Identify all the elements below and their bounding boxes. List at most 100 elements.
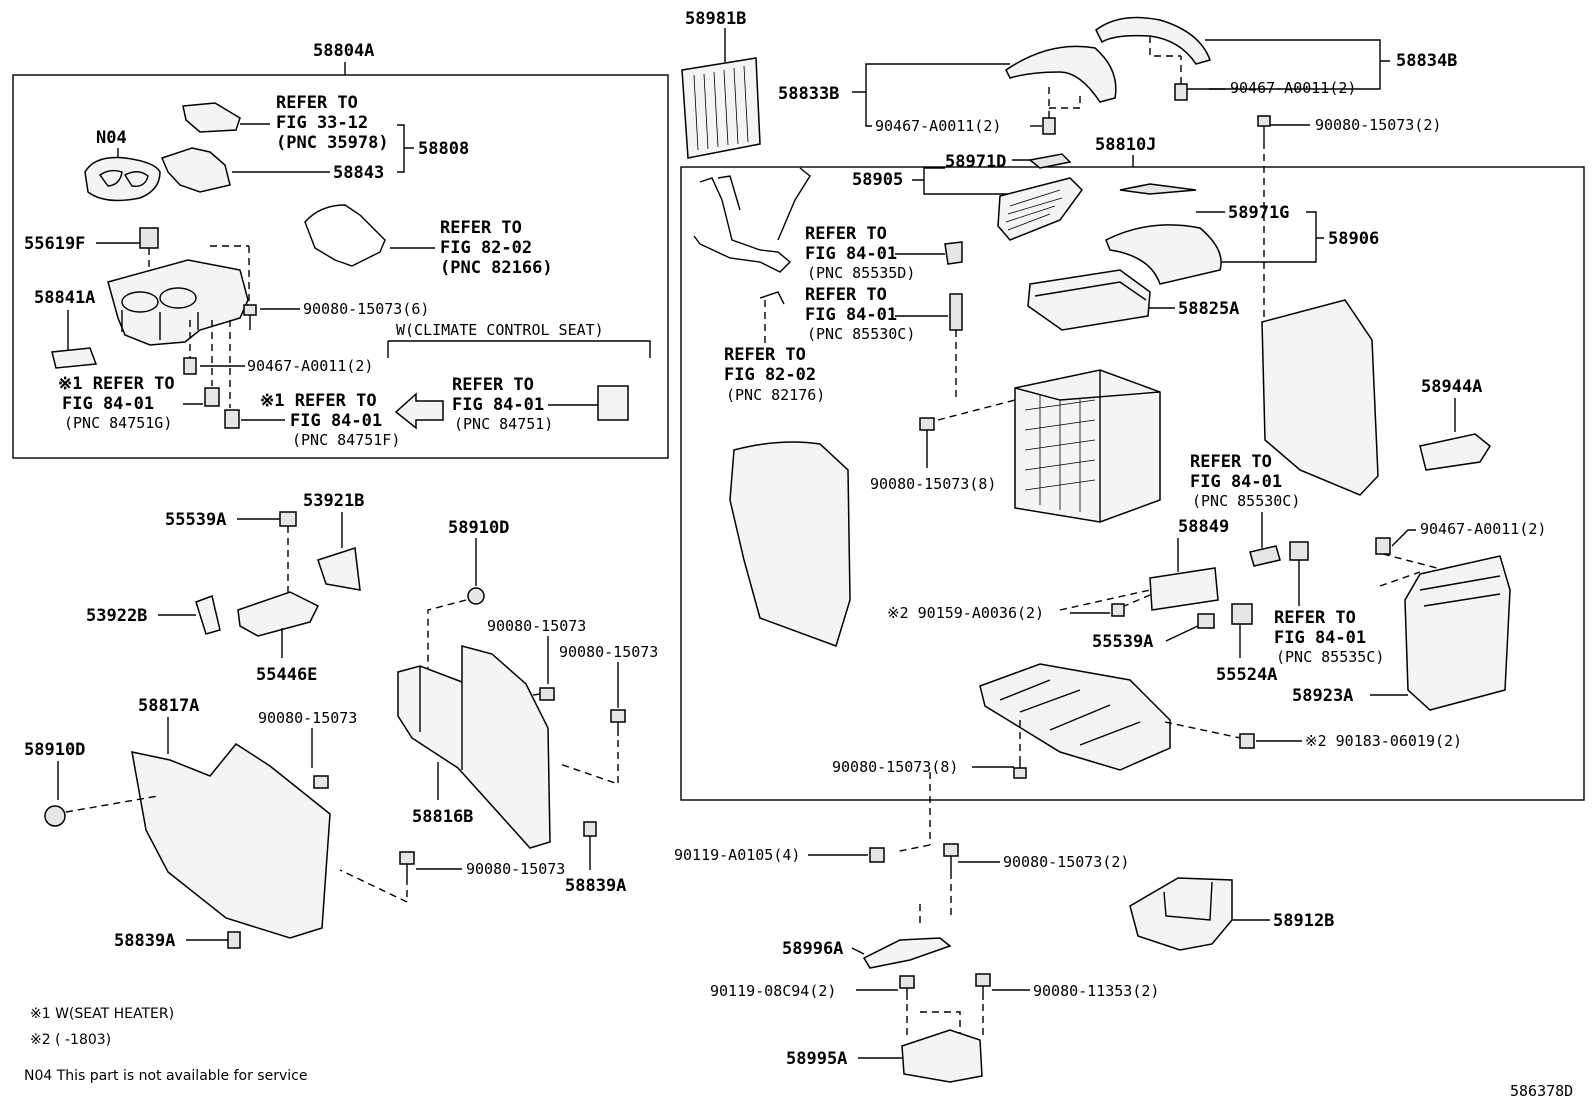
part-console-base: [979, 663, 1171, 771]
label-90080-15073-a: 90080-15073: [487, 617, 586, 635]
screw-icon: [399, 851, 415, 878]
ref-85530C2-line2: FIG 84-01: [1190, 472, 1282, 492]
ref-85530C2-line3: (PNC 85530C): [1192, 492, 1300, 510]
ref-82166-line3: (PNC 82166): [440, 258, 553, 278]
part-55446E-graphic: [237, 591, 320, 637]
group-box-58804A: [12, 74, 669, 459]
part-58906-graphic: [1105, 224, 1222, 285]
clip-icon: [1042, 117, 1056, 135]
part-82166-harness: [304, 204, 386, 267]
label-climate-control: W(CLIMATE CONTROL SEAT): [396, 321, 604, 339]
part-58817A-graphic: [131, 743, 331, 939]
fastener-58910D-icon: [467, 587, 485, 605]
label-58839A-right: 58839A: [565, 876, 626, 896]
label-90080-15073-top: 90080-15073(2): [1315, 116, 1441, 134]
part-53921B-graphic: [317, 547, 361, 591]
label-58906: 58906: [1328, 229, 1379, 249]
part-58816B-graphic: [397, 645, 551, 849]
ref-84751F-line1: ※1 REFER TO: [260, 391, 377, 411]
ref-85535D-line1: REFER TO: [805, 224, 887, 244]
clip-icon: [183, 357, 197, 375]
part-55524A-graphic: [1231, 603, 1253, 625]
label-90467-A0011-c: 90467-A0011(2): [1420, 520, 1546, 538]
ref-84751G-line1: ※1 REFER TO: [58, 374, 175, 394]
label-90183-06019: ※2 90183-06019(2): [1305, 732, 1462, 750]
ref-84751-line1: REFER TO: [452, 375, 534, 395]
label-58995A: 58995A: [786, 1049, 847, 1069]
ref-82166-line2: FIG 82-02: [440, 238, 532, 258]
ref-84751-line3: (PNC 84751): [454, 415, 553, 433]
screw-icon: [1111, 603, 1125, 617]
ref-85535C-line1: REFER TO: [1274, 608, 1356, 628]
outlet-85535C-icon: [1289, 541, 1309, 561]
ref-85535C-line2: FIG 84-01: [1274, 628, 1366, 648]
label-58910D-right: 58910D: [448, 518, 509, 538]
screw-icon: [869, 847, 885, 863]
part-58825A-graphic: [1027, 269, 1151, 331]
wire-harness-82176: [693, 167, 811, 305]
label-55539A-left: 55539A: [165, 510, 226, 530]
screw-icon: [1013, 756, 1027, 779]
label-N04: N04: [96, 128, 127, 148]
ref-84751G-line2: FIG 84-01: [62, 394, 154, 414]
clip-58839A-left-icon: [227, 931, 241, 949]
ref-84751-line2: FIG 84-01: [452, 395, 544, 415]
ref-82176-line3: (PNC 82176): [726, 386, 825, 404]
label-58944A: 58944A: [1421, 377, 1482, 397]
label-58971G: 58971G: [1228, 203, 1289, 223]
clip-58839A-right-icon: [583, 821, 597, 837]
label-58808: 58808: [418, 139, 469, 159]
group-label-58810J: 58810J: [1095, 135, 1156, 155]
ref-33-12-line1: REFER TO: [276, 93, 358, 113]
note-seat-heater: ※1 W(SEAT HEATER): [30, 1006, 174, 1022]
note-1803: ※2 ( -1803): [30, 1032, 111, 1048]
part-58923A-graphic: [1404, 555, 1511, 711]
heater-switch-g-icon: [204, 387, 220, 407]
part-58841A-mat: [51, 347, 98, 369]
ref-85535C-line3: (PNC 85535C): [1276, 648, 1384, 666]
label-58912B: 58912B: [1273, 911, 1334, 931]
ref-85530C-line3: (PNC 85530C): [807, 325, 915, 343]
label-90159-A0036: ※2 90159-A0036(2): [887, 604, 1044, 622]
socket-85530C-icon: [949, 293, 963, 331]
label-90119-A0105: 90119-A0105(4): [674, 846, 800, 864]
label-58905: 58905: [852, 170, 903, 190]
screw-icon: [610, 709, 626, 736]
label-90467-A0011-g1: 90467-A0011(2): [247, 357, 373, 375]
part-58971G-graphic: [1119, 183, 1197, 195]
part-N04-graphic: [84, 156, 161, 202]
label-58839A-left: 58839A: [114, 931, 175, 951]
label-58923A: 58923A: [1292, 686, 1353, 706]
diagram-id: 586378D: [1510, 1082, 1573, 1099]
part-35978-graphic: [182, 102, 241, 133]
ref-85530C2-line1: REFER TO: [1190, 452, 1272, 472]
label-58981B: 58981B: [685, 9, 746, 29]
part-58912B-graphic: [1129, 877, 1233, 951]
switch-55619F-icon: [139, 227, 159, 249]
label-90080-15073-b: 90080-15073: [559, 643, 658, 661]
arrow-left-icon: [394, 392, 444, 430]
label-90467-A0011-b: 90467-A0011(2): [1230, 79, 1356, 97]
part-side-panel-right: [1261, 299, 1379, 496]
ref-82176-line1: REFER TO: [724, 345, 806, 365]
label-58817A: 58817A: [138, 696, 199, 716]
ref-82176-line2: FIG 82-02: [724, 365, 816, 385]
label-90080-15073-6: 90080-15073(6): [303, 300, 429, 318]
screw-icon: [943, 843, 959, 872]
label-55524A: 55524A: [1216, 665, 1277, 685]
ref-85535D-line3: (PNC 85535D): [807, 264, 915, 282]
screw-icon: [899, 975, 915, 1000]
part-side-panel-left: [729, 441, 851, 647]
socket-85530C2-icon: [1249, 545, 1281, 567]
part-58996A-graphic: [862, 937, 952, 969]
label-58849: 58849: [1178, 517, 1229, 537]
label-58825A: 58825A: [1178, 299, 1239, 319]
part-55539A-right-graphic: [1197, 613, 1215, 629]
label-53921B: 53921B: [303, 491, 364, 511]
clip-icon: [1174, 83, 1188, 101]
label-90080-15073-2b: 90080-15073(2): [1003, 853, 1129, 871]
ref-85530C-line2: FIG 84-01: [805, 305, 897, 325]
label-58841A: 58841A: [34, 288, 95, 308]
part-55539A-left-graphic: [279, 511, 297, 527]
